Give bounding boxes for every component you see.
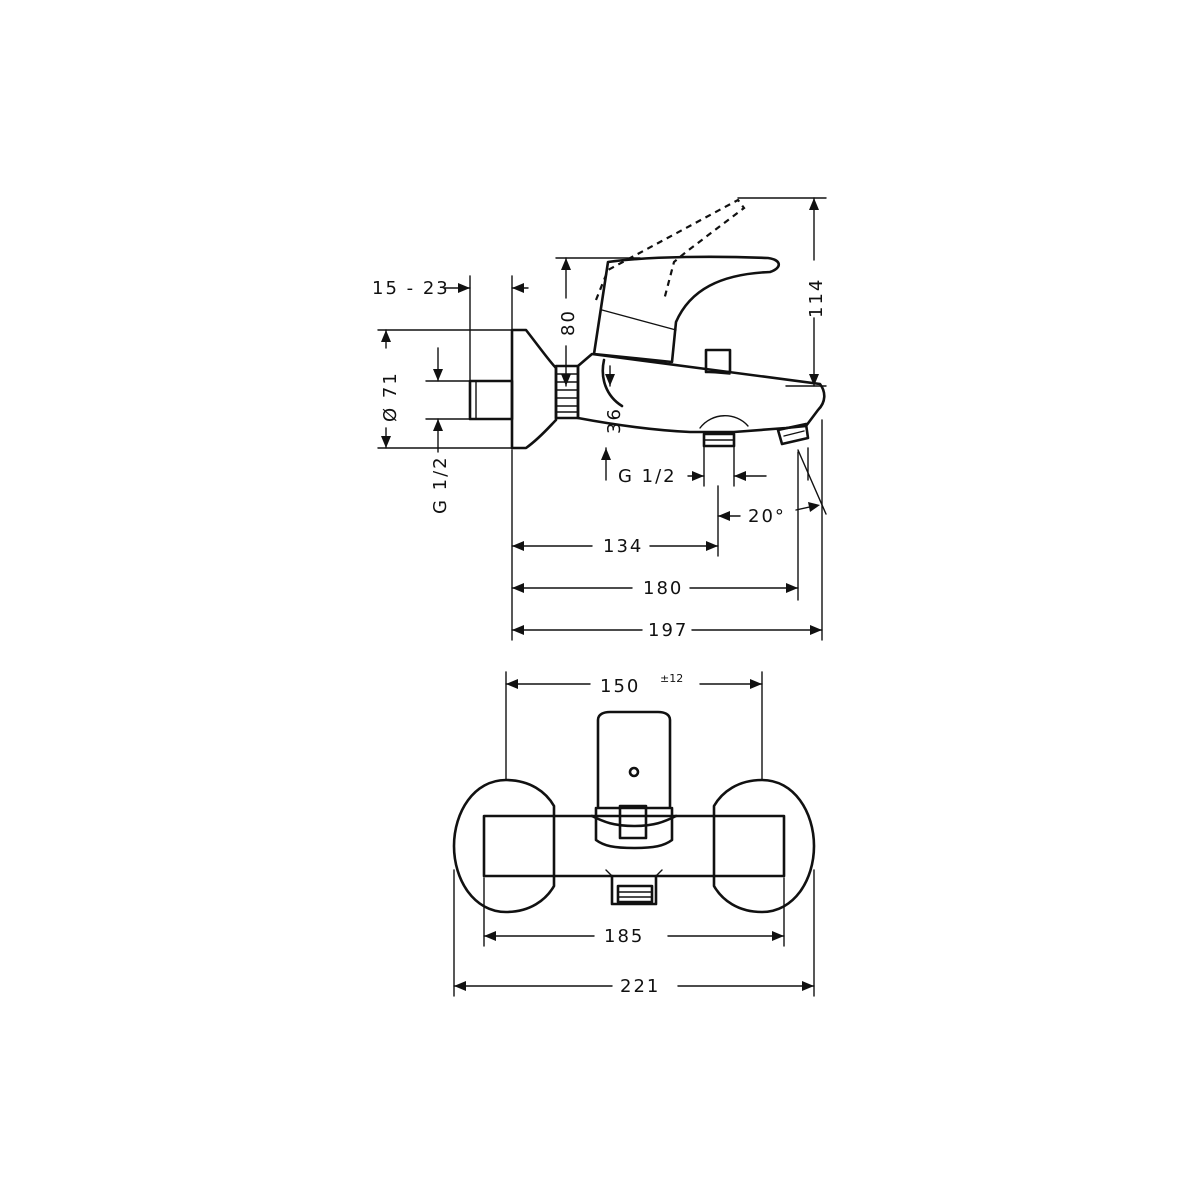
front-view bbox=[452, 710, 816, 914]
lever-handle bbox=[592, 255, 781, 364]
left-escutcheon bbox=[452, 778, 556, 914]
dim-36: 36 bbox=[604, 407, 625, 434]
dim-197: 197 bbox=[648, 620, 688, 641]
dim-g12-left: G 1/2 bbox=[430, 455, 451, 514]
dim-150-tolerance: ±12 bbox=[660, 672, 683, 685]
body-swirl bbox=[601, 358, 624, 408]
diverter-knob bbox=[704, 348, 732, 375]
dim-150: 150 bbox=[600, 676, 640, 697]
dim-dia-71: Ø 71 bbox=[380, 371, 401, 422]
dim-15-23: 15 - 23 bbox=[372, 278, 450, 299]
diverter-knob-front bbox=[618, 804, 648, 840]
escutcheon bbox=[510, 328, 558, 450]
handle-indicator bbox=[628, 766, 640, 778]
lever-open-position bbox=[594, 198, 746, 301]
coupling-nut bbox=[554, 364, 580, 420]
side-dimensions: 15 - 23 80 114 Ø 71 G 1/2 bbox=[372, 197, 827, 641]
mixer-body bbox=[576, 352, 826, 434]
dim-20-deg: 20° bbox=[748, 506, 786, 527]
dim-g12-spout: G 1/2 bbox=[618, 466, 677, 487]
spout-outlet bbox=[776, 422, 810, 446]
right-escutcheon bbox=[712, 778, 816, 914]
dim-134: 134 bbox=[603, 536, 643, 557]
wall-connector bbox=[468, 379, 514, 421]
front-dimensions: 150 ±12 185 221 bbox=[453, 671, 815, 997]
dim-185: 185 bbox=[604, 926, 644, 947]
body-curve-line bbox=[699, 415, 749, 429]
dim-180: 180 bbox=[643, 578, 683, 599]
side-view bbox=[468, 198, 826, 450]
mixer-body-front bbox=[482, 814, 786, 878]
dim-80: 80 bbox=[558, 309, 579, 336]
spout-aerator bbox=[616, 884, 654, 904]
lever-handle-front bbox=[596, 710, 672, 810]
dim-114: 114 bbox=[806, 278, 827, 318]
bottom-outlet bbox=[702, 432, 736, 448]
dim-221: 221 bbox=[620, 976, 660, 997]
